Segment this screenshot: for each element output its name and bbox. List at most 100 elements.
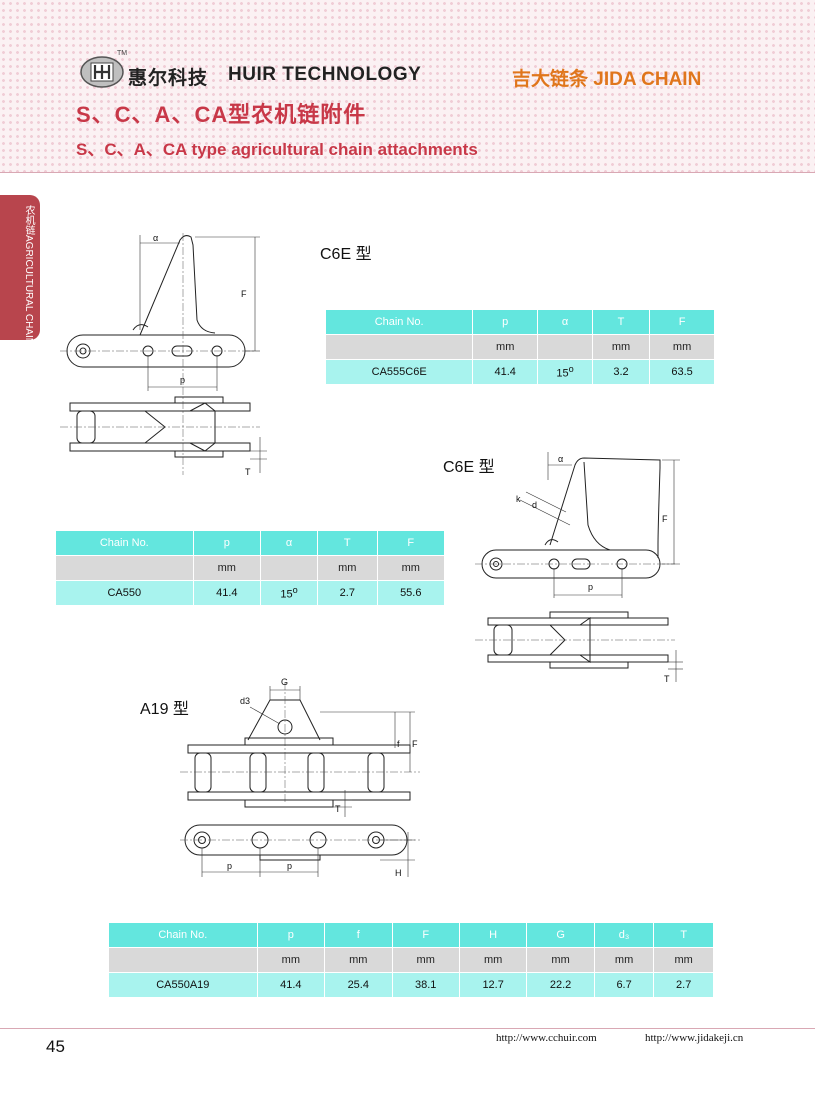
header-cell: T	[591, 309, 651, 335]
header-cell: F	[649, 309, 715, 335]
unit-cell	[324, 334, 474, 360]
header-cell: T	[653, 922, 714, 948]
header-cell: Chain No.	[108, 922, 258, 948]
degree-sup: o	[292, 585, 298, 596]
header-cell: f	[324, 922, 393, 948]
fig2-label-F: F	[662, 514, 668, 524]
unit-cell: mm	[256, 947, 326, 973]
unit-cell	[537, 334, 593, 360]
fig3-label-p1: p	[227, 861, 232, 871]
table-row: CA550A19 41.4 25.4 38.1 12.7 22.2 6.7 2.…	[108, 972, 714, 998]
unit-cell: mm	[653, 947, 714, 973]
fig3-label-p2: p	[287, 861, 292, 871]
value-cell: 38.1	[391, 972, 460, 998]
alpha-value: 15	[556, 367, 569, 380]
brand-name-cn: 惠尔科技	[128, 68, 209, 89]
header-cell: p	[256, 922, 326, 948]
header-cell: Chain No.	[324, 309, 474, 335]
fig2-label-T: T	[664, 674, 670, 684]
table-row: CA555C6E 41.4 15o 3.2 63.5	[324, 359, 715, 385]
footer-link-jidakeji[interactable]: http://www.jidakeji.cn	[645, 1032, 744, 1044]
unit-cell: mm	[591, 334, 651, 360]
value-cell: CA555C6E	[324, 359, 474, 385]
table-row: CA550 41.4 15o 2.7 55.6	[55, 580, 446, 606]
header-cell: d₃	[593, 922, 655, 948]
header-cell: α	[537, 309, 593, 335]
unit-cell: mm	[317, 555, 378, 581]
header-cell: p	[192, 530, 262, 556]
unit-cell: mm	[593, 947, 655, 973]
value-cell: 2.7	[317, 580, 378, 606]
value-cell: 2.7	[653, 972, 714, 998]
page-title-en: S、C、A、CA type agricultural chain attachm…	[76, 140, 478, 159]
unit-cell: mm	[526, 947, 595, 973]
fig1-label-alpha: α	[153, 233, 158, 243]
trademark-mark: TM	[117, 50, 128, 57]
spec-table-ca555c6e: Chain No. p α T F mm mm mm CA555C6E 41.4…	[324, 309, 715, 385]
side-tab	[0, 195, 40, 340]
value-cell: 41.4	[472, 359, 539, 385]
fig3-label-d3: d3	[240, 696, 250, 706]
header-cell: G	[526, 922, 595, 948]
spec-table-ca550: Chain No. p α T F mm mm mm CA550 41.4 15…	[55, 530, 446, 606]
table-units-row: mm mm mm	[324, 334, 715, 360]
header-cell: α	[260, 530, 319, 556]
value-cell: 63.5	[649, 359, 715, 385]
fig3-label-f: f	[397, 739, 400, 749]
value-cell: 41.4	[192, 580, 262, 606]
value-cell: 15o	[260, 580, 319, 606]
alpha-value: 15	[280, 588, 293, 601]
value-cell: 41.4	[256, 972, 326, 998]
unit-cell: mm	[192, 555, 262, 581]
footer-divider	[0, 1028, 815, 1029]
fig3-label-G: G	[281, 677, 288, 687]
header-cell: F	[376, 530, 446, 556]
value-cell: 25.4	[324, 972, 393, 998]
unit-cell: mm	[472, 334, 539, 360]
header-cell: Chain No.	[55, 530, 194, 556]
brand-name-en: HUIR TECHNOLOGY	[228, 64, 422, 85]
a19-drawing: G d3 f F T p p H	[180, 677, 420, 878]
header-divider	[0, 172, 815, 173]
header-cell: p	[472, 309, 539, 335]
fig1-label-p: p	[180, 375, 185, 385]
brand-jida-chain: 吉大链条 JIDA CHAIN	[512, 69, 702, 90]
degree-sup: o	[568, 364, 574, 375]
header-background	[0, 0, 815, 172]
unit-cell	[55, 555, 194, 581]
unit-cell: mm	[649, 334, 715, 360]
c6e-drawing-2: α k d F p T	[475, 452, 683, 684]
value-cell: CA550	[55, 580, 194, 606]
unit-cell	[108, 947, 258, 973]
table-header-row: Chain No. p α T F	[324, 309, 715, 335]
fig1-caption: C6E 型	[320, 246, 372, 263]
unit-cell: mm	[324, 947, 393, 973]
header-cell: F	[391, 922, 460, 948]
fig1-label-T: T	[245, 467, 251, 477]
spec-table-ca550a19: Chain No. p f F H G d₃ T mm mm mm mm mm …	[108, 922, 714, 998]
table-units-row: mm mm mm	[55, 555, 446, 581]
value-cell: CA550A19	[108, 972, 258, 998]
value-cell: 22.2	[526, 972, 595, 998]
unit-cell: mm	[376, 555, 446, 581]
unit-cell: mm	[391, 947, 460, 973]
fig2-caption: C6E 型	[443, 459, 495, 476]
huir-logo-icon	[80, 56, 124, 88]
footer-link-cchuir[interactable]: http://www.cchuir.com	[496, 1032, 597, 1044]
value-cell: 15o	[537, 359, 593, 385]
fig3-label-F: F	[412, 739, 418, 749]
fig2-label-k: k	[516, 494, 521, 504]
page-title-cn: S、C、A、CA型农机链附件	[76, 102, 367, 127]
c6e-drawing-1: α F p T	[60, 233, 267, 477]
fig3-label-T: T	[335, 804, 341, 814]
value-cell: 3.2	[591, 359, 651, 385]
value-cell: 55.6	[376, 580, 446, 606]
fig2-label-alpha: α	[558, 454, 563, 464]
fig1-label-F: F	[241, 289, 247, 299]
header-cell: T	[317, 530, 378, 556]
table-units-row: mm mm mm mm mm mm mm	[108, 947, 714, 973]
value-cell: 12.7	[458, 972, 528, 998]
table-header-row: Chain No. p α T F	[55, 530, 446, 556]
page-number: 45	[46, 1037, 65, 1056]
fig3-caption: A19 型	[140, 701, 189, 718]
